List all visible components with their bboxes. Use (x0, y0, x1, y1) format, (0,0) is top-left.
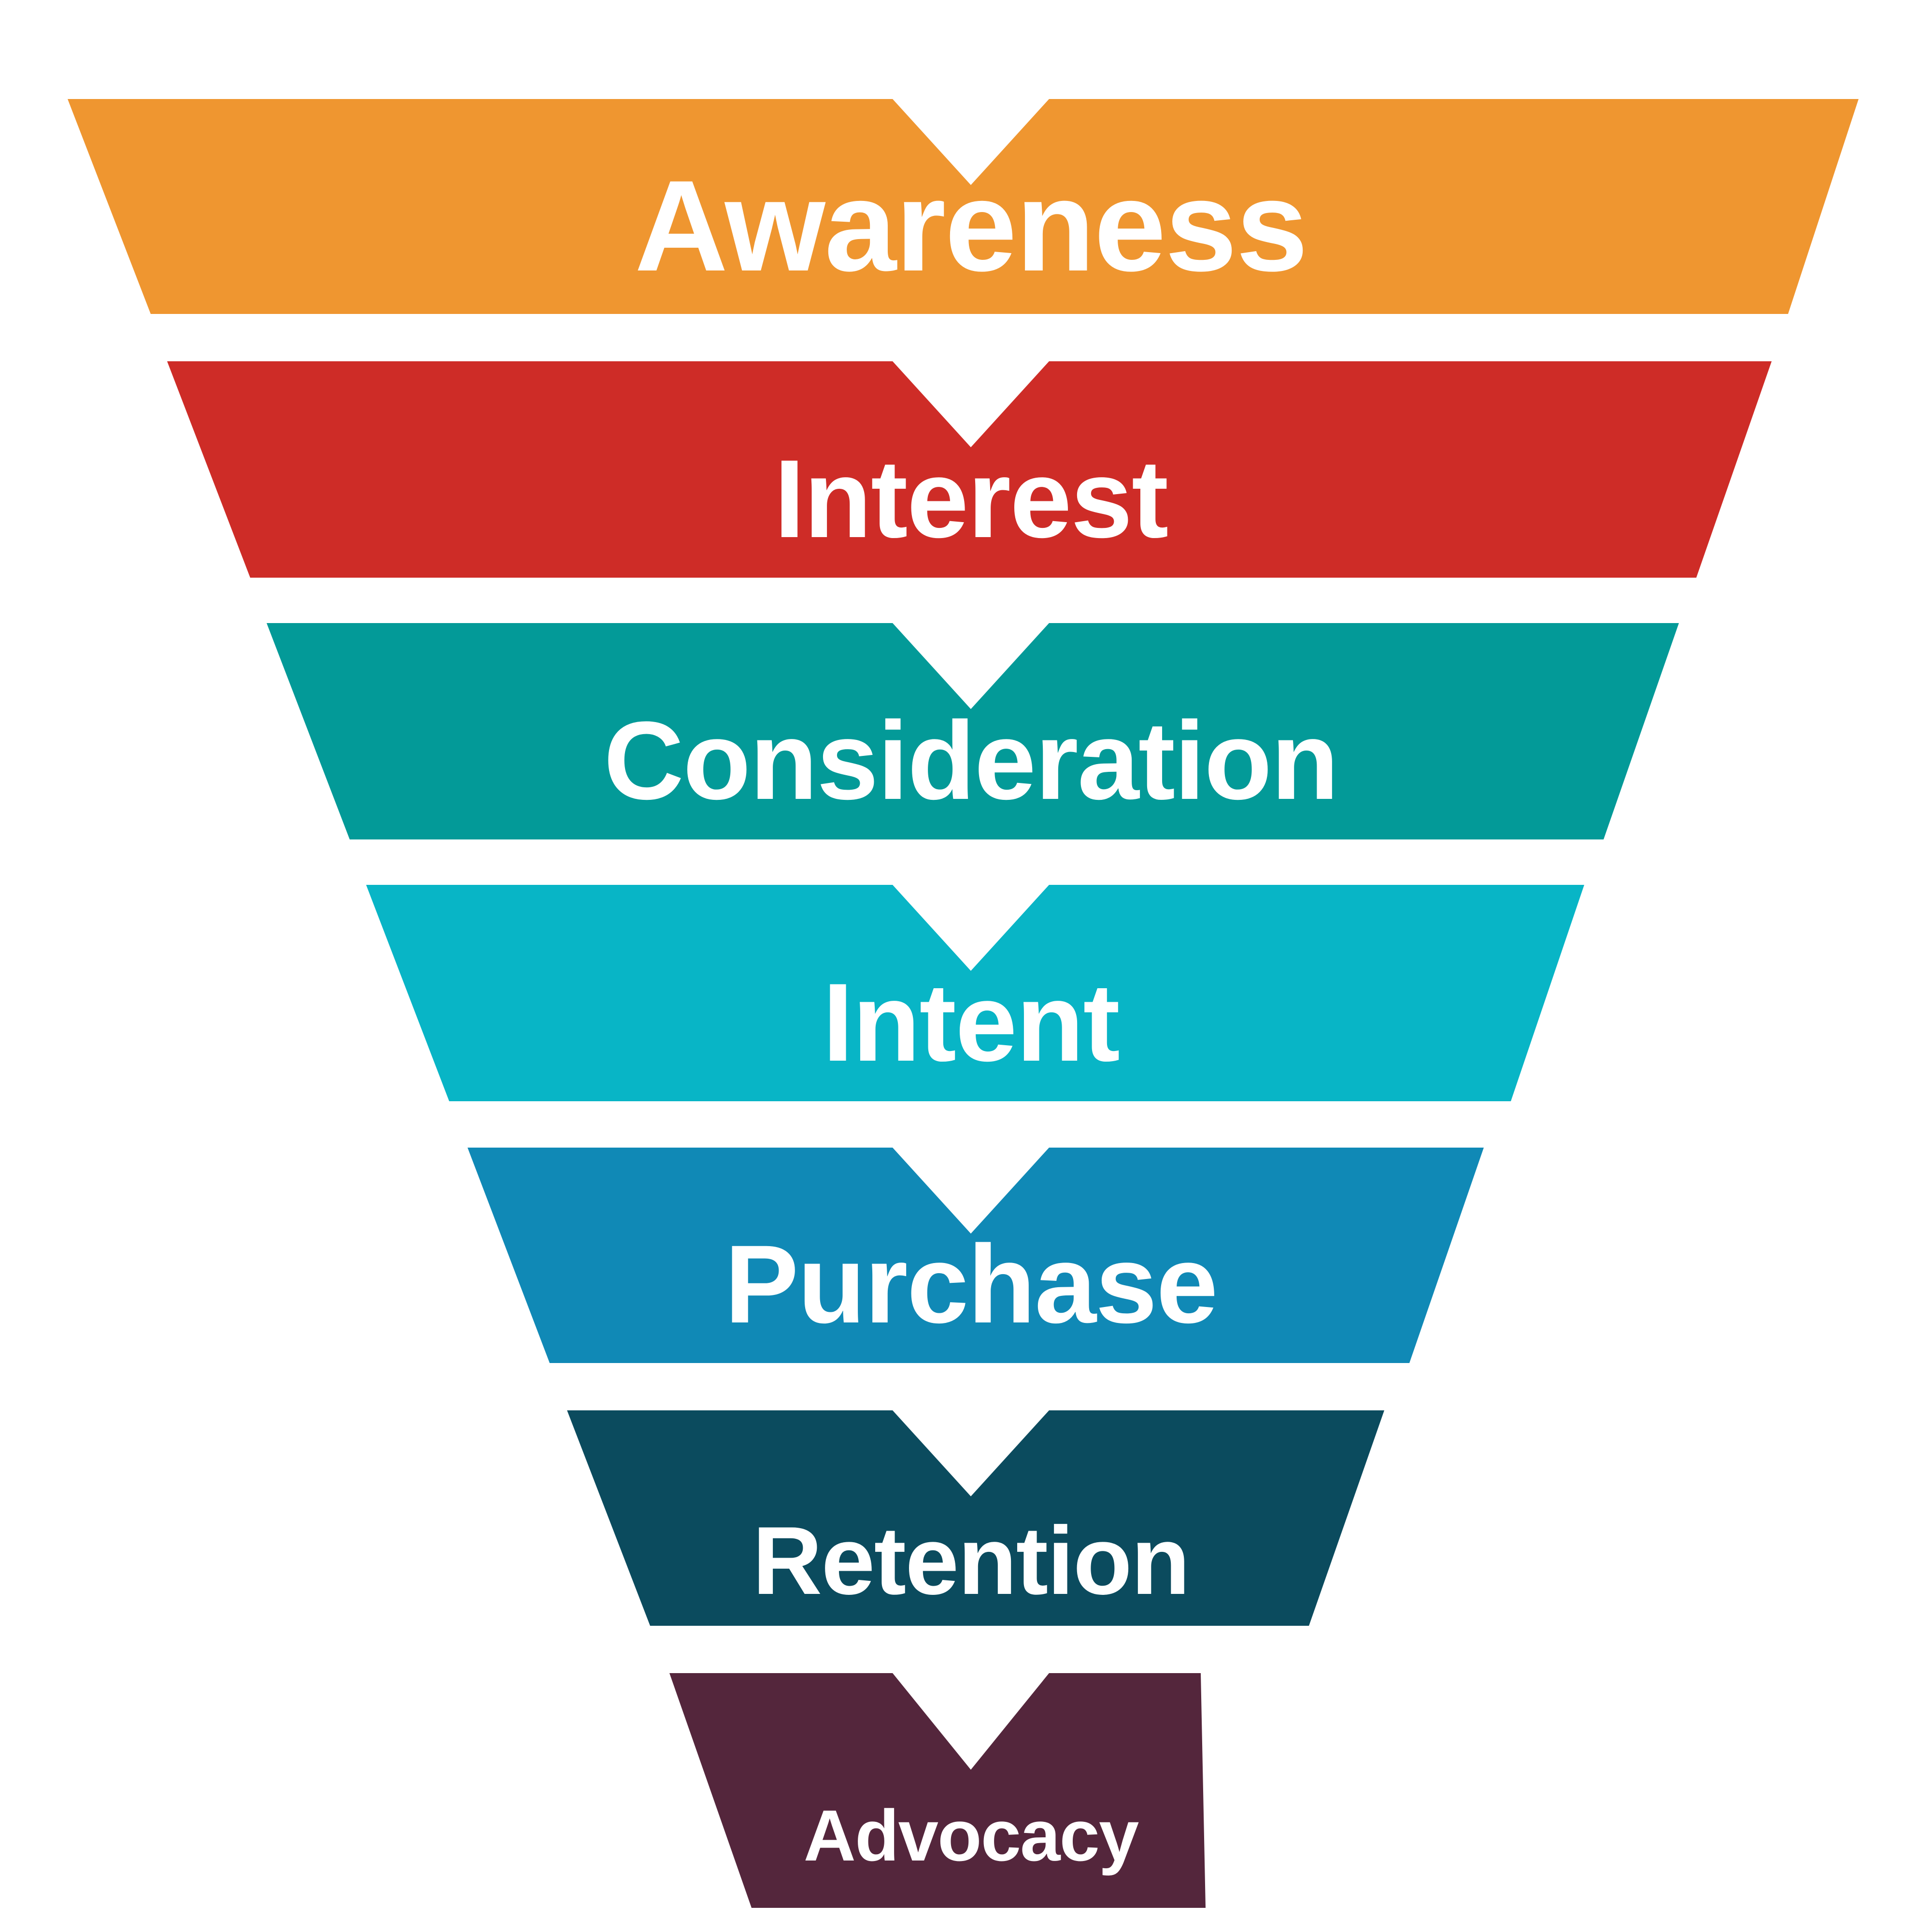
funnel-label-group: AwarenessInterestConsiderationIntentPurc… (604, 153, 1339, 1876)
funnel-label-retention: Retention (753, 1507, 1189, 1615)
funnel-band-purchase[interactable] (468, 1148, 1484, 1363)
funnel-label-interest: Interest (774, 437, 1168, 561)
funnel-band-advocacy[interactable] (669, 1673, 1206, 1908)
funnel-band-intent[interactable] (366, 885, 1584, 1101)
funnel-label-advocacy: Advocacy (804, 1795, 1139, 1876)
funnel-label-purchase: Purchase (724, 1222, 1217, 1346)
funnel-band-retention[interactable] (567, 1410, 1384, 1626)
funnel-label-awareness: Awareness (635, 153, 1307, 298)
funnel-band-awareness[interactable] (68, 99, 1859, 314)
funnel-band-group (68, 99, 1859, 1908)
funnel-label-intent: Intent (823, 960, 1119, 1084)
funnel-band-interest[interactable] (167, 361, 1772, 578)
funnel-band-consideration[interactable] (267, 623, 1679, 839)
funnel-label-consideration: Consideration (604, 698, 1338, 823)
